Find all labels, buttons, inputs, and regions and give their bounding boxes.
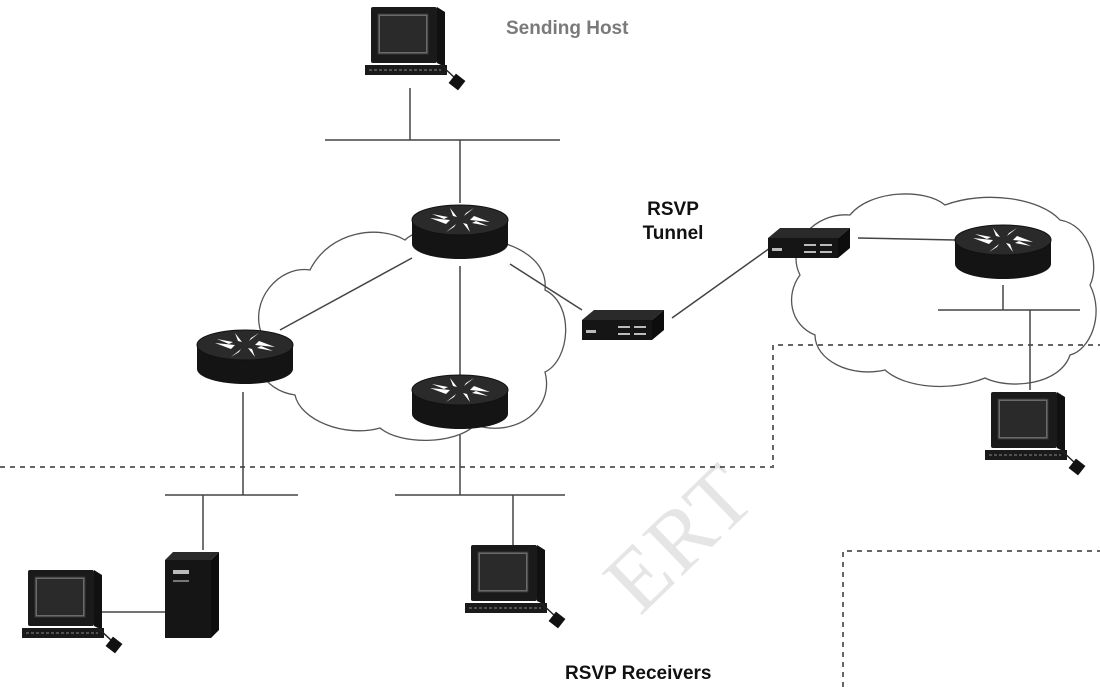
rsvp-tunnel-label: RSVP Tunnel <box>618 198 728 246</box>
router-icon-right <box>954 224 1052 280</box>
sending-host-label: Sending Host <box>506 18 629 39</box>
router-icon-bottom <box>411 374 509 430</box>
rsvp-receivers-label: RSVP Receivers <box>565 663 712 684</box>
network-cloud-icon-left <box>256 226 567 442</box>
network-cloud-icon-right <box>790 193 1097 387</box>
rsvp-tunnel-label-line1: RSVP <box>647 199 699 220</box>
router-icon-left <box>196 329 294 385</box>
tunnel-device-icon-right <box>768 228 850 258</box>
sending-host-workstation-icon <box>364 6 467 92</box>
router-icon-top <box>411 204 509 260</box>
receivers-region-boundary <box>0 344 1100 468</box>
receiver-workstation-icon-middle <box>464 544 567 630</box>
server-icon <box>165 552 219 638</box>
lower-region-boundary <box>842 550 1100 687</box>
receiver-workstation-icon-right <box>984 391 1087 477</box>
rsvp-tunnel-label-line2: Tunnel <box>642 223 704 244</box>
tunnel-device-icon-left <box>582 310 664 340</box>
